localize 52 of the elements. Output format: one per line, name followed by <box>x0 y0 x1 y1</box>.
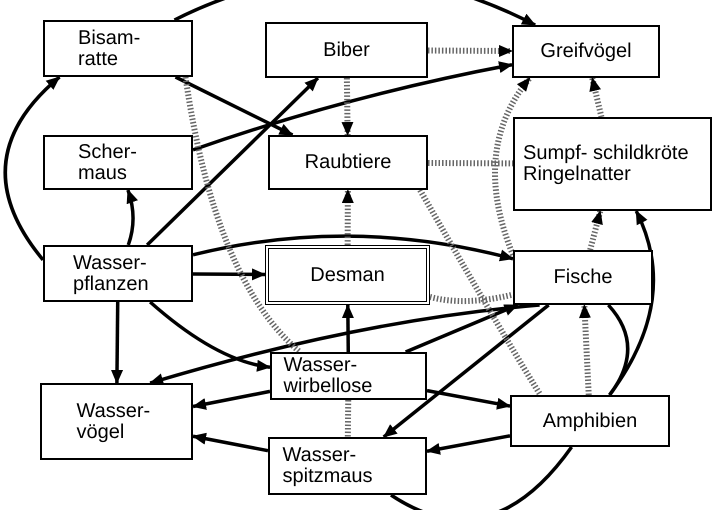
species-box <box>265 22 428 78</box>
species-box <box>43 135 193 190</box>
species-box <box>43 245 193 302</box>
species-box <box>40 383 193 460</box>
arrow <box>149 300 271 372</box>
arrow <box>578 304 592 396</box>
arrow <box>342 189 354 246</box>
arrow <box>111 302 124 384</box>
species-name: Amphibien <box>542 410 638 432</box>
species-name: Wasser- vögel <box>76 400 152 442</box>
arrow <box>192 61 513 152</box>
species-box <box>513 250 653 305</box>
species-box <box>270 352 427 400</box>
arrow <box>192 268 266 280</box>
species-name: Fische <box>554 267 612 288</box>
arrow <box>146 76 320 246</box>
species-name: Desman <box>310 264 385 286</box>
arrow <box>192 234 514 262</box>
species-name: Wasser- spitzmaus <box>282 445 374 487</box>
arrow <box>426 388 511 410</box>
species-name: Bisam- ratte <box>78 28 142 70</box>
arrow <box>341 78 354 136</box>
arrow <box>192 390 270 410</box>
arrow <box>426 434 510 455</box>
arrow <box>587 210 604 251</box>
arrow <box>492 76 532 256</box>
arrow <box>404 303 518 354</box>
species-box <box>513 117 712 211</box>
arrow <box>126 189 138 246</box>
arrow <box>382 304 550 438</box>
species-box <box>265 245 430 305</box>
species-name: Scher- maus <box>78 142 138 184</box>
arrow <box>149 303 540 386</box>
species-box <box>43 20 193 77</box>
arrow <box>589 77 604 118</box>
arrow <box>174 0 536 27</box>
species-box <box>268 437 427 495</box>
species-name: Wasser- pflanzen <box>73 252 150 294</box>
arrow <box>342 304 354 352</box>
species-name: Biber <box>323 40 370 60</box>
species-name: Sumpf- schildkröte Ringelnatter <box>523 143 690 185</box>
arrow <box>4 76 61 261</box>
species-name: Wasser- wirbellose <box>284 355 374 397</box>
species-box <box>510 395 670 447</box>
species-box <box>268 135 428 190</box>
species-name: Raubtiere <box>304 152 392 173</box>
arrow <box>174 75 294 137</box>
arrow <box>192 432 268 452</box>
species-box <box>512 25 660 78</box>
arrow <box>608 210 656 396</box>
arrow <box>428 44 513 57</box>
species-name: Greifvögel <box>540 41 632 62</box>
